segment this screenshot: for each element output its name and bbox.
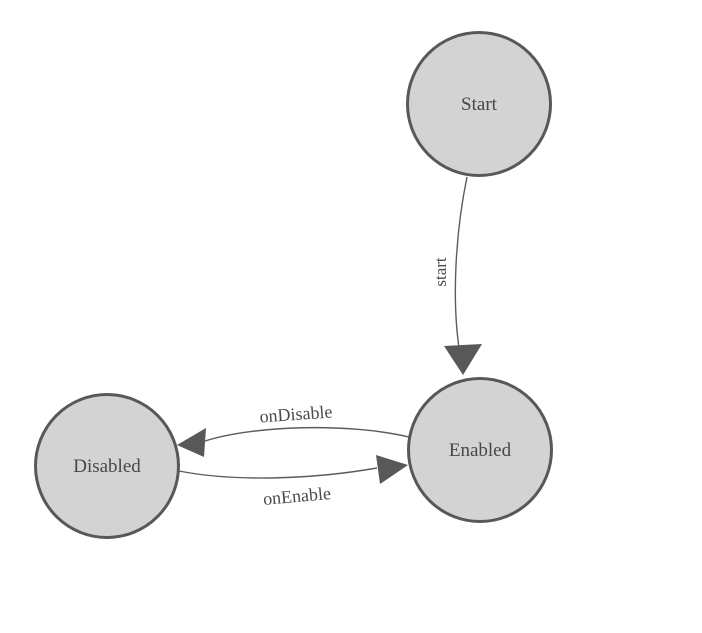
edge-line-onenable [178,467,378,479]
state-node-start-group: Start [406,31,552,177]
state-label-enabled: Enabled [449,440,512,461]
edge-ondisable: onDisable [177,401,410,457]
edge-onenable: onEnable [178,455,408,509]
state-label-start: Start [461,94,498,115]
state-label-disabled: Disabled [73,456,141,477]
edge-start: start [431,176,482,375]
arrowhead-ondisable-edge [177,428,206,457]
state-node-disabled[interactable] [34,393,180,539]
edge-line-ondisable [204,426,410,442]
state-node-start[interactable] [406,31,552,177]
arrowhead-start-edge [444,344,482,375]
arrowhead-onenable-edge [376,455,408,484]
state-node-disabled-group: Disabled [34,393,180,539]
edge-label-start: start [431,257,450,287]
edge-label-onenable: onEnable [262,483,331,509]
state-node-enabled-group: Enabled [407,377,553,523]
edge-line-start [454,176,468,355]
edge-label-ondisable: onDisable [259,401,333,426]
state-node-enabled[interactable] [407,377,553,523]
